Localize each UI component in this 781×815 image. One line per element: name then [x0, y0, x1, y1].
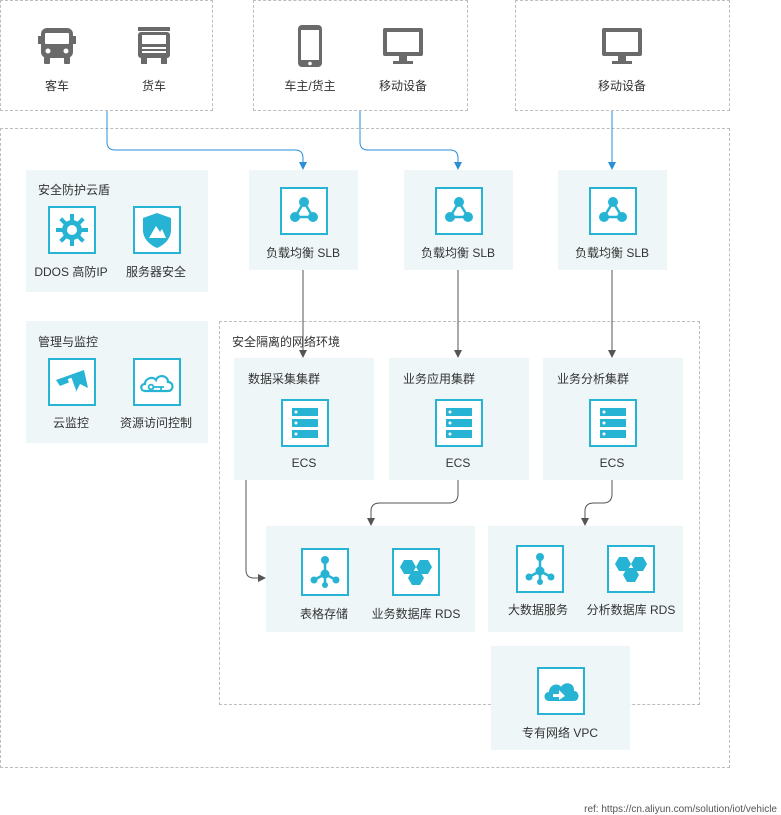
client-group-mobile	[515, 0, 730, 111]
server-icon	[589, 399, 637, 447]
big-data-label: 大数据服务	[507, 603, 569, 617]
rds-label-analysis: 分析数据库 RDS	[586, 603, 676, 617]
access-control-icon	[133, 358, 181, 406]
server-icon	[435, 399, 483, 447]
bus-icon	[35, 24, 79, 68]
slb-label-2: 负载均衡 SLB	[420, 246, 496, 260]
arrow-application-to-storage	[367, 480, 459, 526]
slb-icon	[589, 187, 637, 235]
table-store-icon	[301, 548, 349, 596]
client-group-owners	[253, 0, 468, 111]
cloud-monitor-label: 云监控	[52, 416, 90, 430]
access-control-label: 资源访问控制	[119, 416, 193, 430]
rds-icon	[607, 545, 655, 593]
arrow-vehicles-to-slb1	[106, 111, 307, 170]
vpc-label: 专有网络 VPC	[521, 726, 599, 740]
storage-panel	[266, 526, 475, 632]
arrow-analysis-to-analytics	[581, 480, 613, 526]
slb-icon	[435, 187, 483, 235]
arrow-owners-to-slb2	[359, 111, 462, 170]
vpc-icon	[537, 667, 585, 715]
rds-label-business: 业务数据库 RDS	[371, 607, 461, 621]
server-icon	[281, 399, 329, 447]
monitor-icon	[600, 24, 644, 68]
cluster-title-collection: 数据采集集群	[248, 372, 321, 386]
mobile-device-label-1: 移动设备	[378, 79, 428, 93]
server-security-label: 服务器安全	[125, 265, 187, 279]
ecs-label-1: ECS	[291, 456, 317, 470]
slb-label-3: 负载均衡 SLB	[574, 246, 650, 260]
ecs-label-2: ECS	[445, 456, 471, 470]
ecs-label-3: ECS	[599, 456, 625, 470]
security-panel-title: 安全防护云盾	[38, 183, 111, 197]
slb-label-1: 负载均衡 SLB	[265, 246, 341, 260]
management-panel-title: 管理与监控	[38, 335, 99, 349]
ddos-icon	[48, 206, 96, 254]
owner-label: 车主/货主	[284, 79, 336, 93]
client-group-vehicles	[0, 0, 213, 111]
cloud-frame	[0, 128, 730, 768]
arrow-collection-to-storage	[245, 480, 266, 582]
reference-link[interactable]: ref: https://cn.aliyun.com/solution/iot/…	[584, 804, 777, 815]
cluster-title-analysis: 业务分析集群	[557, 372, 630, 386]
isolated-network-frame	[219, 321, 700, 705]
server-security-icon	[133, 206, 181, 254]
ddos-label: DDOS 高防IP	[34, 265, 108, 279]
cluster-title-application: 业务应用集群	[403, 372, 476, 386]
cloud-monitor-icon	[48, 358, 96, 406]
rds-icon	[392, 548, 440, 596]
phone-icon	[288, 24, 332, 68]
monitor-icon	[381, 24, 425, 68]
isolated-network-title: 安全隔离的网络环境	[232, 335, 341, 349]
bus-label: 客车	[44, 79, 70, 93]
big-data-icon	[516, 545, 564, 593]
table-store-label: 表格存储	[299, 607, 349, 621]
truck-label: 货车	[141, 79, 167, 93]
truck-icon	[132, 24, 176, 68]
slb-icon	[280, 187, 328, 235]
mobile-device-label-2: 移动设备	[597, 79, 647, 93]
